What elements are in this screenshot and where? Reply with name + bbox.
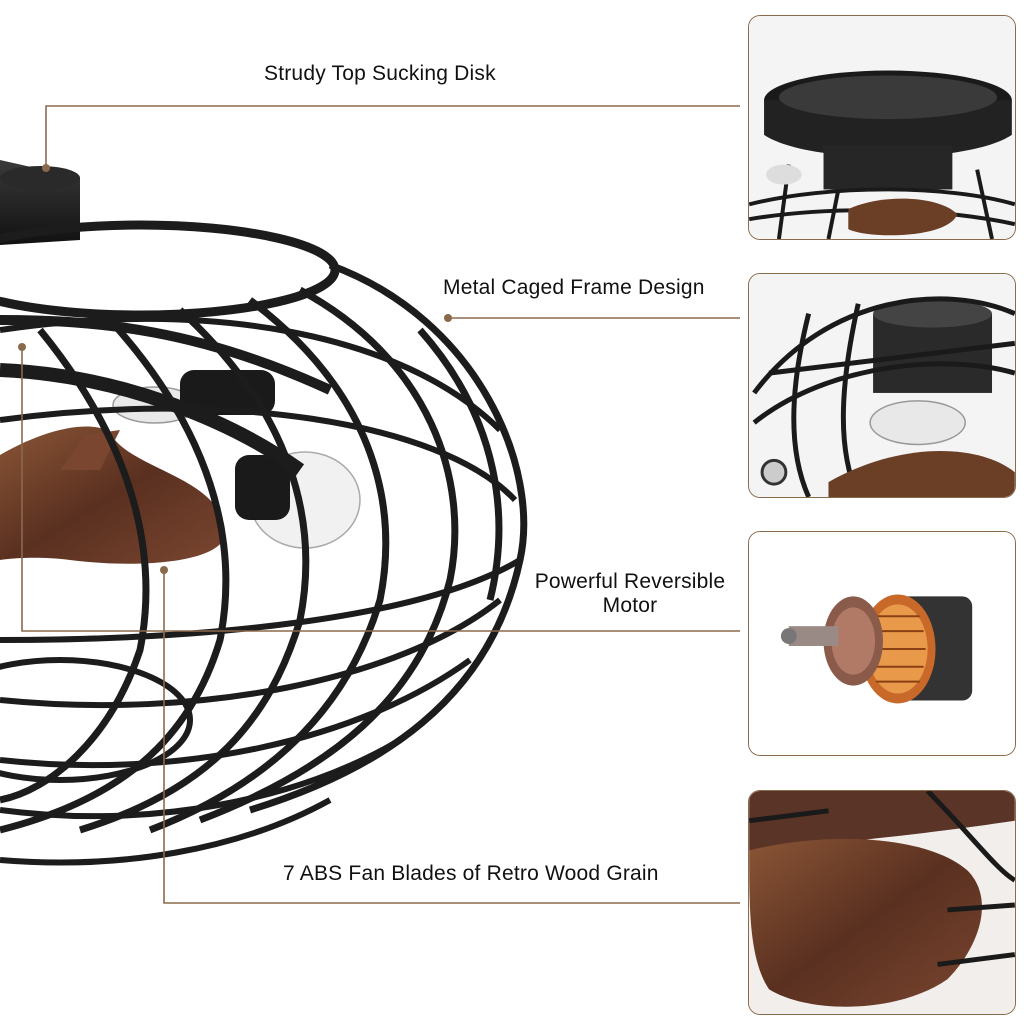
callout-top-sucking-disk: Strudy Top Sucking Disk	[264, 62, 496, 85]
detail-image-metal-cage	[748, 273, 1016, 498]
callout-metal-caged-frame: Metal Caged Frame Design	[443, 276, 705, 299]
callout-motor-line1: Powerful Reversible	[534, 570, 726, 593]
detail-image-motor	[748, 531, 1016, 756]
callout-reversible-motor: Powerful Reversible Motor	[520, 570, 740, 618]
detail-image-top-disk	[748, 15, 1016, 240]
callout-wood-grain-blades: 7 ABS Fan Blades of Retro Wood Grain	[283, 862, 659, 885]
caged-ceiling-fan-illustration	[0, 105, 740, 904]
callout-motor-line2: Motor	[602, 594, 658, 617]
detail-image-wood-blades	[748, 790, 1016, 1015]
